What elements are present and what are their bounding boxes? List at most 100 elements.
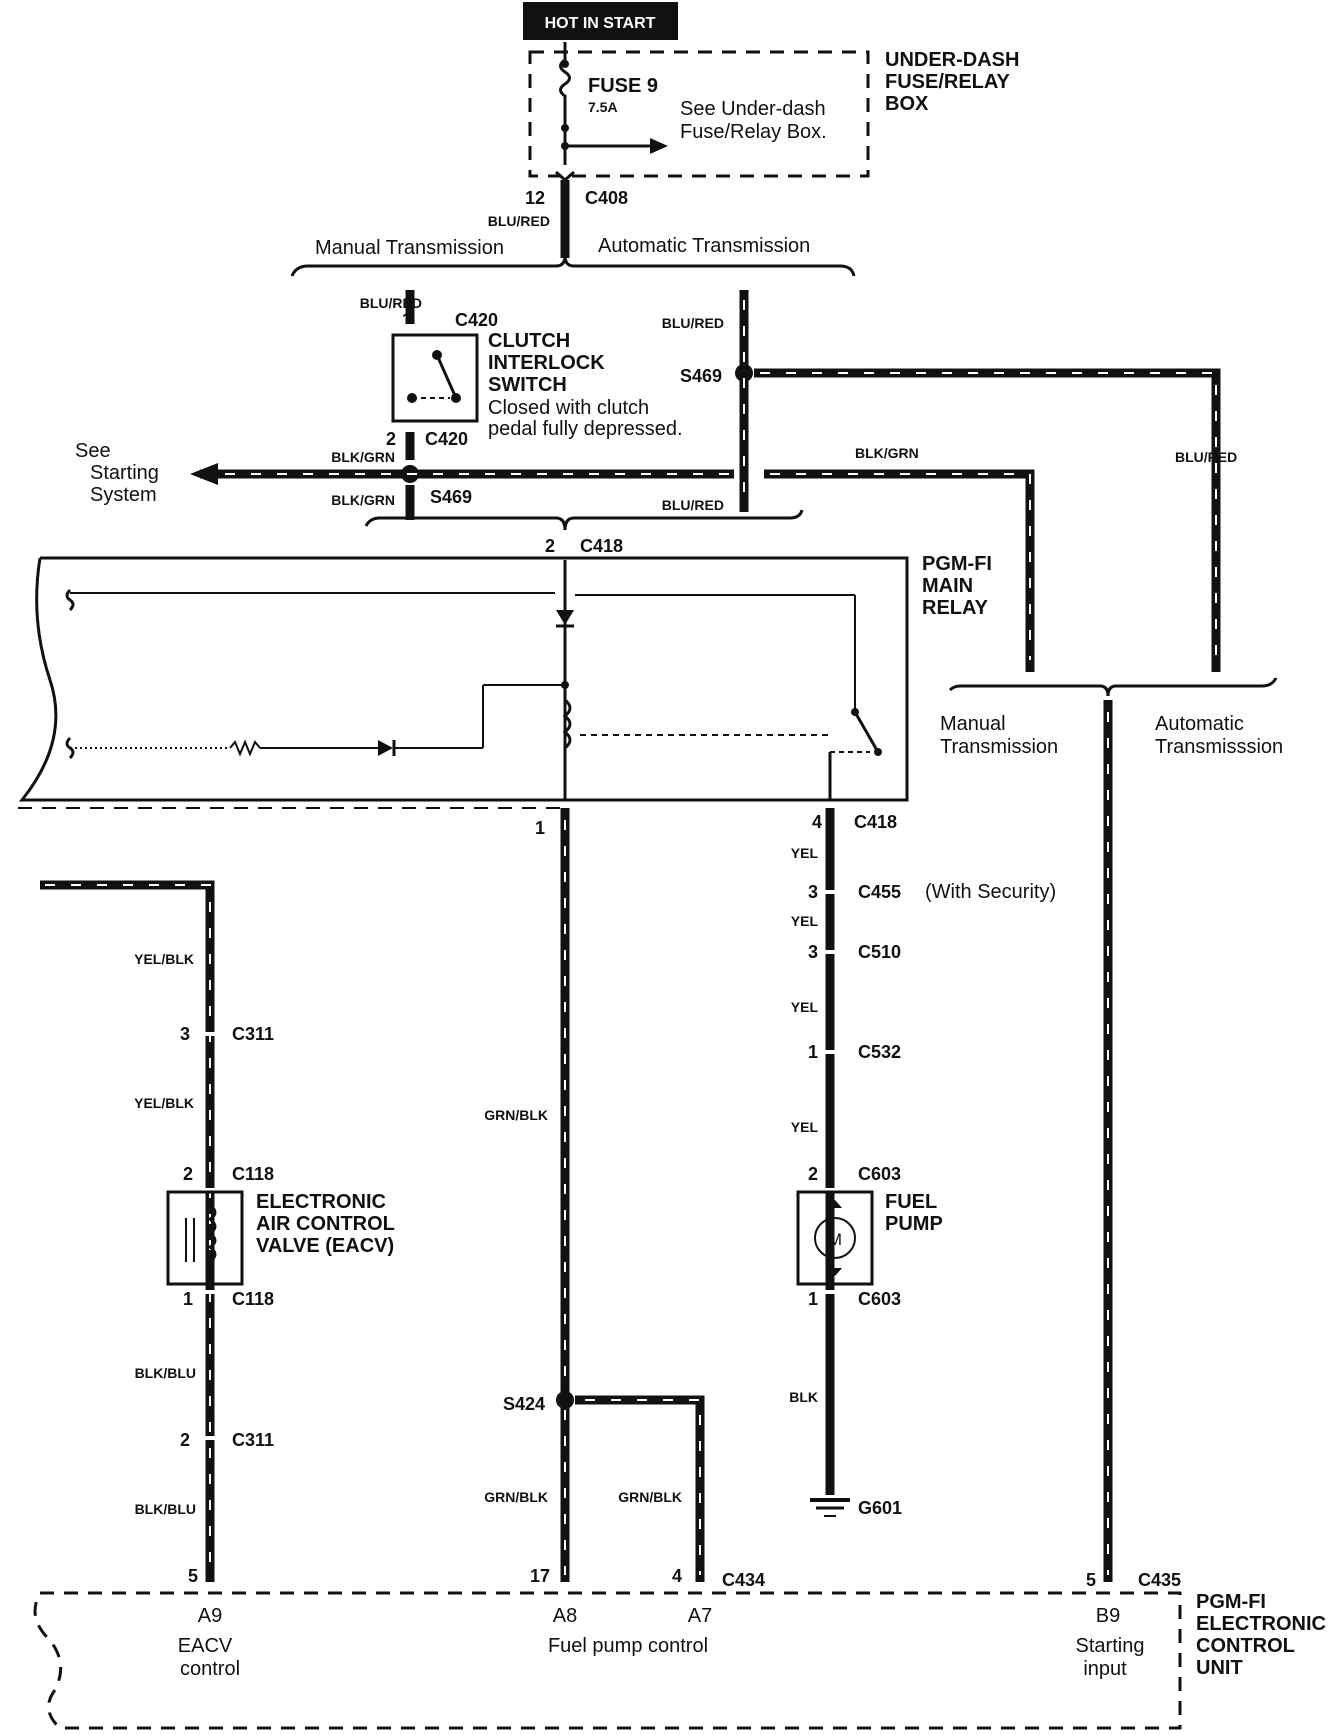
ecu-box: [33, 1591, 1182, 1730]
svg-text:EACV: EACV: [178, 1635, 233, 1657]
svg-text:BLK/BLU: BLK/BLU: [135, 1501, 196, 1517]
svg-text:2: 2: [386, 429, 396, 449]
svg-text:pedal fully depressed.: pedal fully depressed.: [488, 418, 683, 440]
svg-text:17: 17: [530, 1566, 550, 1586]
svg-text:5: 5: [1086, 1570, 1096, 1590]
clutch-switch-box: [391, 333, 479, 423]
motor-icon: M: [828, 1230, 842, 1249]
svg-text:BLK/GRN: BLK/GRN: [331, 449, 395, 465]
svg-text:control: control: [180, 1658, 240, 1680]
svg-text:BLK/BLU: BLK/BLU: [135, 1365, 196, 1381]
fuse-note-1: See Under-dash: [680, 98, 826, 120]
diode-icon: [556, 610, 574, 625]
c420-bot-label: C420: [425, 429, 468, 449]
svg-text:BLK/GRN: BLK/GRN: [855, 445, 919, 461]
s424-label: S424: [503, 1394, 545, 1414]
svg-text:See: See: [75, 440, 111, 462]
c510-label: C510: [858, 942, 901, 962]
svg-text:5: 5: [188, 1566, 198, 1586]
svg-text:Starting: Starting: [1076, 1635, 1145, 1657]
svg-text:Fuel pump control: Fuel pump control: [548, 1635, 708, 1657]
c408-label: C408: [585, 188, 628, 208]
c420-top-label: C420: [455, 310, 498, 330]
fuse-name: FUSE 9: [588, 75, 658, 97]
under-dash-fuse-box: [528, 50, 870, 178]
svg-text:A9: A9: [198, 1605, 222, 1627]
arrow-icon: [650, 138, 668, 154]
splice-s424: [556, 1391, 574, 1409]
resistor-icon: [229, 739, 261, 757]
branch-bracket-top: [290, 255, 856, 277]
svg-text:ELECTRONIC: ELECTRONIC: [256, 1191, 386, 1213]
svg-text:UNIT: UNIT: [1196, 1657, 1243, 1679]
svg-text:1: 1: [808, 1042, 818, 1062]
svg-text:Manual: Manual: [940, 713, 1006, 735]
ground-icon: [810, 1498, 850, 1517]
svg-text:HOT IN START: HOT IN START: [545, 15, 656, 32]
svg-text:ELECTRONIC: ELECTRONIC: [1196, 1613, 1326, 1635]
svg-text:Starting: Starting: [90, 462, 159, 484]
svg-text:Transmisssion: Transmisssion: [1155, 736, 1283, 758]
svg-text:3: 3: [808, 942, 818, 962]
automatic-transmission-label: Automatic Transmission: [598, 235, 810, 257]
svg-text:Closed with clutch: Closed with clutch: [488, 397, 649, 419]
svg-text:4: 4: [812, 812, 822, 832]
svg-text:1: 1: [535, 818, 545, 838]
svg-text:FUEL: FUEL: [885, 1191, 937, 1213]
branch-bracket-c418: [364, 509, 804, 531]
svg-text:GRN/BLK: GRN/BLK: [484, 1107, 548, 1123]
manual-transmission-label: Manual Transmission: [315, 237, 504, 259]
svg-text:1: 1: [183, 1289, 193, 1309]
c418-top-label: C418: [580, 536, 623, 556]
svg-text:BLK/GRN: BLK/GRN: [331, 492, 395, 508]
svg-text:Transmission: Transmission: [940, 736, 1058, 758]
svg-text:YEL/BLK: YEL/BLK: [134, 951, 194, 967]
fuse-box-title-2: FUSE/RELAY: [885, 71, 1011, 93]
svg-text:VALVE (EACV): VALVE (EACV): [256, 1235, 394, 1257]
s469-top-label: S469: [680, 366, 722, 386]
connector-marks: [200, 324, 842, 1440]
c418-bottom-label: C418: [854, 812, 897, 832]
fuse-rating: 7.5A: [588, 99, 618, 115]
s469-bottom-label: S469: [430, 487, 472, 507]
hot-in-start-tag: HOT IN START: [523, 2, 678, 40]
c603-top-label: C603: [858, 1164, 901, 1184]
svg-text:1: 1: [808, 1289, 818, 1309]
svg-text:A8: A8: [553, 1605, 577, 1627]
fuse-box-title-3: BOX: [885, 93, 929, 115]
svg-text:YEL/BLK: YEL/BLK: [134, 1095, 194, 1111]
svg-text:2: 2: [183, 1164, 193, 1184]
c532-label: C532: [858, 1042, 901, 1062]
svg-text:CONTROL: CONTROL: [1196, 1635, 1295, 1657]
svg-text:BLU/RED: BLU/RED: [662, 315, 724, 331]
svg-text:YEL: YEL: [791, 913, 819, 929]
svg-text:3: 3: [180, 1024, 190, 1044]
svg-text:BLU/RED: BLU/RED: [1175, 449, 1237, 465]
svg-text:MAIN: MAIN: [922, 575, 973, 597]
ground-label: G601: [858, 1498, 902, 1518]
svg-text:YEL: YEL: [791, 845, 819, 861]
svg-text:Automatic: Automatic: [1155, 713, 1244, 735]
svg-text:RELAY: RELAY: [922, 597, 989, 619]
svg-text:2: 2: [180, 1430, 190, 1450]
branch-bracket-right: [948, 677, 1278, 697]
svg-text:AIR CONTROL: AIR CONTROL: [256, 1213, 395, 1235]
c311-bottom-label: C311: [232, 1430, 274, 1450]
svg-text:12: 12: [525, 188, 545, 208]
diode-2-icon: [378, 740, 393, 756]
svg-text:B9: B9: [1096, 1605, 1120, 1627]
svg-text:A7: A7: [688, 1605, 712, 1627]
c603-bottom-label: C603: [858, 1289, 901, 1309]
svg-text:YEL: YEL: [791, 1119, 819, 1135]
svg-text:2: 2: [545, 536, 555, 556]
c118-top-label: C118: [232, 1164, 274, 1184]
c311-top-label: C311: [232, 1024, 274, 1044]
fuse-symbol: [559, 42, 571, 165]
main-relay-box: [18, 556, 909, 802]
svg-text:System: System: [90, 484, 157, 506]
svg-text:4: 4: [672, 1566, 682, 1586]
c118-bottom-label: C118: [232, 1289, 274, 1309]
c455-label: C455: [858, 882, 901, 902]
svg-text:3: 3: [808, 882, 818, 902]
